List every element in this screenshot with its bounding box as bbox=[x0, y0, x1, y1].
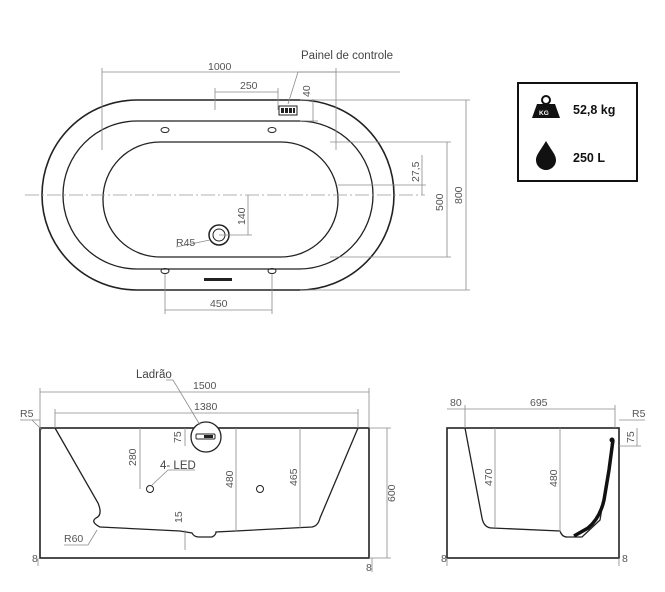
dim-75-front: 75 bbox=[172, 431, 184, 443]
dim-500: 500 bbox=[434, 193, 446, 211]
label-led: 4- LED bbox=[160, 460, 196, 472]
label-overflow: Ladrão bbox=[136, 369, 172, 381]
dim-r5-front: R5 bbox=[20, 408, 34, 420]
control-button bbox=[289, 108, 292, 113]
dim-280: 280 bbox=[127, 448, 139, 466]
dim-480-side: 480 bbox=[548, 469, 560, 487]
leader-overflow bbox=[166, 379, 201, 426]
dim-140: 140 bbox=[236, 207, 248, 225]
dim-15: 15 bbox=[173, 511, 185, 523]
dim-8-side-left: 8 bbox=[441, 553, 447, 565]
drain-hose bbox=[573, 439, 615, 538]
dim-465: 465 bbox=[288, 468, 300, 486]
overflow-slot bbox=[204, 278, 232, 281]
dim-600: 600 bbox=[386, 484, 398, 502]
side-view: 80 695 R5 75 470 480 8 8 bbox=[441, 397, 646, 566]
led-jet bbox=[160, 127, 170, 133]
label-control-panel: Painel de controle bbox=[301, 50, 393, 62]
leader-r45 bbox=[175, 239, 211, 248]
dim-80: 80 bbox=[450, 397, 462, 409]
dim-r5-side: R5 bbox=[632, 408, 646, 420]
dim-470: 470 bbox=[483, 468, 495, 486]
dim-1500: 1500 bbox=[193, 380, 217, 392]
dim-695: 695 bbox=[530, 397, 548, 409]
dim-r45: R45 bbox=[176, 237, 195, 249]
dim-r60: R60 bbox=[64, 533, 83, 545]
water-drop-icon bbox=[536, 141, 556, 170]
dim-8-front-right: 8 bbox=[366, 562, 372, 574]
top-view: Painel de controle 1000 250 40 27,5 500 … bbox=[25, 50, 470, 314]
led-jet bbox=[267, 268, 277, 274]
tub-basin bbox=[102, 141, 339, 258]
overflow-fitting bbox=[609, 437, 615, 443]
dim-480-front: 480 bbox=[224, 470, 236, 488]
led-jet bbox=[267, 127, 277, 133]
leader-r60 bbox=[64, 529, 98, 546]
weight-icon-text: KG bbox=[539, 110, 549, 117]
dim-8-side-right: 8 bbox=[622, 553, 628, 565]
spec-box: KG 52,8 kg 250 L bbox=[517, 82, 638, 182]
control-button bbox=[293, 108, 295, 113]
dim-27-5: 27,5 bbox=[410, 161, 422, 182]
dim-40: 40 bbox=[301, 85, 313, 97]
control-button bbox=[281, 108, 284, 113]
front-view: Ladrão 4- LED 1500 1380 R5 75 280 480 46… bbox=[20, 369, 398, 574]
dim-75-side: 75 bbox=[625, 431, 637, 443]
dim-250: 250 bbox=[240, 80, 258, 92]
side-outer-body bbox=[446, 427, 620, 559]
led-light bbox=[146, 485, 154, 493]
weight-icon: KG bbox=[532, 95, 560, 118]
spec-box-frame bbox=[517, 82, 638, 182]
leader-led bbox=[151, 469, 195, 486]
spec-volume: 250 L bbox=[573, 151, 605, 165]
dim-8-front-left: 8 bbox=[32, 553, 38, 565]
leader-r5-tick bbox=[31, 419, 43, 431]
front-basin-profile bbox=[54, 427, 359, 538]
dim-length-1000: 1000 bbox=[208, 61, 232, 73]
control-button bbox=[285, 108, 288, 113]
led-light bbox=[256, 485, 264, 493]
dim-1380: 1380 bbox=[194, 401, 218, 413]
dim-800: 800 bbox=[453, 186, 465, 204]
overflow-slot bbox=[204, 435, 213, 438]
dim-450: 450 bbox=[210, 298, 228, 310]
spec-weight: 52,8 kg bbox=[573, 103, 615, 117]
led-jet bbox=[160, 268, 170, 274]
